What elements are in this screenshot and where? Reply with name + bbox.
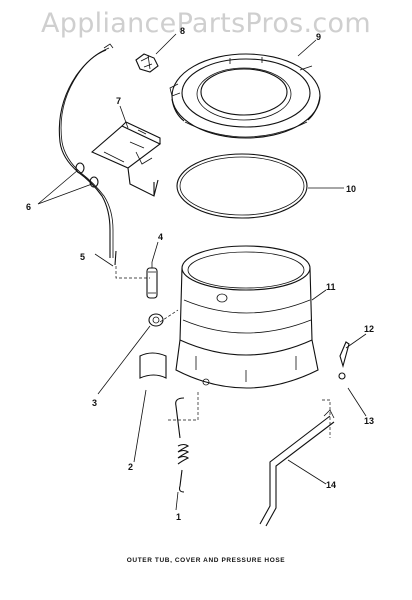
assembly-line <box>159 309 179 323</box>
part-2-gasket-strip <box>139 352 167 379</box>
callout-8: 8 <box>180 26 185 36</box>
part-10-tub-seal <box>176 153 308 219</box>
callout-3: 3 <box>92 398 97 408</box>
part-12-bracket <box>339 341 350 368</box>
part-14-support <box>259 409 335 527</box>
part-3-grommet <box>148 313 164 327</box>
part-8-clip <box>135 53 159 73</box>
part-13-screw <box>338 372 346 380</box>
callout-5: 5 <box>80 252 85 262</box>
callout-9: 9 <box>316 32 321 42</box>
callout-4: 4 <box>158 232 163 242</box>
callout-6: 6 <box>26 202 31 212</box>
leader-lines <box>37 33 367 511</box>
watermark: AppliancePartsPros.com <box>41 8 371 39</box>
part-7-bracket <box>90 121 162 197</box>
callout-7: 7 <box>116 96 121 106</box>
part-6-hose-clamps <box>75 162 99 188</box>
callout-12: 12 <box>364 324 374 334</box>
assembly-line <box>115 266 150 279</box>
part-11-outer-tub <box>175 245 319 389</box>
callout-13: 13 <box>364 416 374 426</box>
part-4-air-dome <box>146 262 158 299</box>
exploded-view-diagram: 1 2 3 4 5 6 7 8 9 10 11 12 13 14 <box>26 26 374 527</box>
callout-1: 1 <box>176 512 181 522</box>
part-1-spring <box>175 397 190 493</box>
assembly-line <box>168 390 199 421</box>
diagram-caption: OUTER TUB, COVER AND PRESSURE HOSE <box>126 557 286 564</box>
callout-2: 2 <box>128 462 133 472</box>
callout-11: 11 <box>326 282 336 292</box>
callout-10: 10 <box>346 184 356 194</box>
assembly-line <box>322 399 331 438</box>
part-5-pressure-hose <box>58 43 117 266</box>
part-9-tub-cover <box>169 53 321 139</box>
callout-14: 14 <box>326 480 336 490</box>
